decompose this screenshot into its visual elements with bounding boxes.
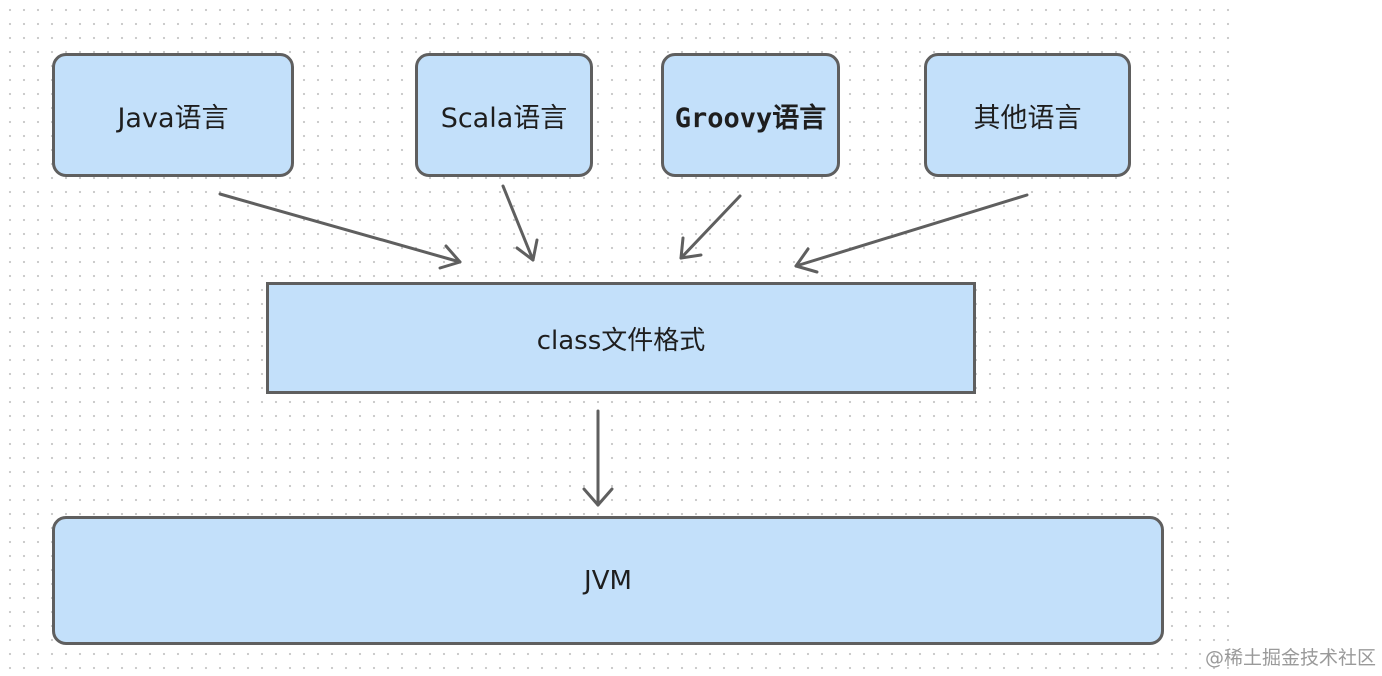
class-format-label: class文件格式 xyxy=(536,325,706,356)
other-language-box: 其他语言 xyxy=(924,53,1131,177)
java-language-box: Java语言 xyxy=(52,53,294,177)
watermark-text: @稀土掘金技术社区 xyxy=(1204,647,1376,669)
arrow-scala-to-class xyxy=(501,184,539,262)
class-format-box: class文件格式 xyxy=(266,282,976,394)
groovy-language-box: Groovy语言 xyxy=(661,53,840,177)
arrow-java-to-class xyxy=(218,192,462,270)
other-language-label: 其他语言 xyxy=(973,102,1082,134)
scala-language-box: Scala语言 xyxy=(415,53,593,177)
scala-language-label: Scala语言 xyxy=(440,102,568,134)
jvm-box: JVM xyxy=(52,516,1164,645)
groovy-language-label: Groovy语言 xyxy=(674,102,827,134)
arrow-class-to-jvm xyxy=(582,409,614,507)
arrow-other-to-class xyxy=(794,193,1029,274)
java-language-label: Java语言 xyxy=(117,102,229,134)
arrow-groovy-to-class xyxy=(679,194,742,260)
jvm-label: JVM xyxy=(584,565,632,596)
